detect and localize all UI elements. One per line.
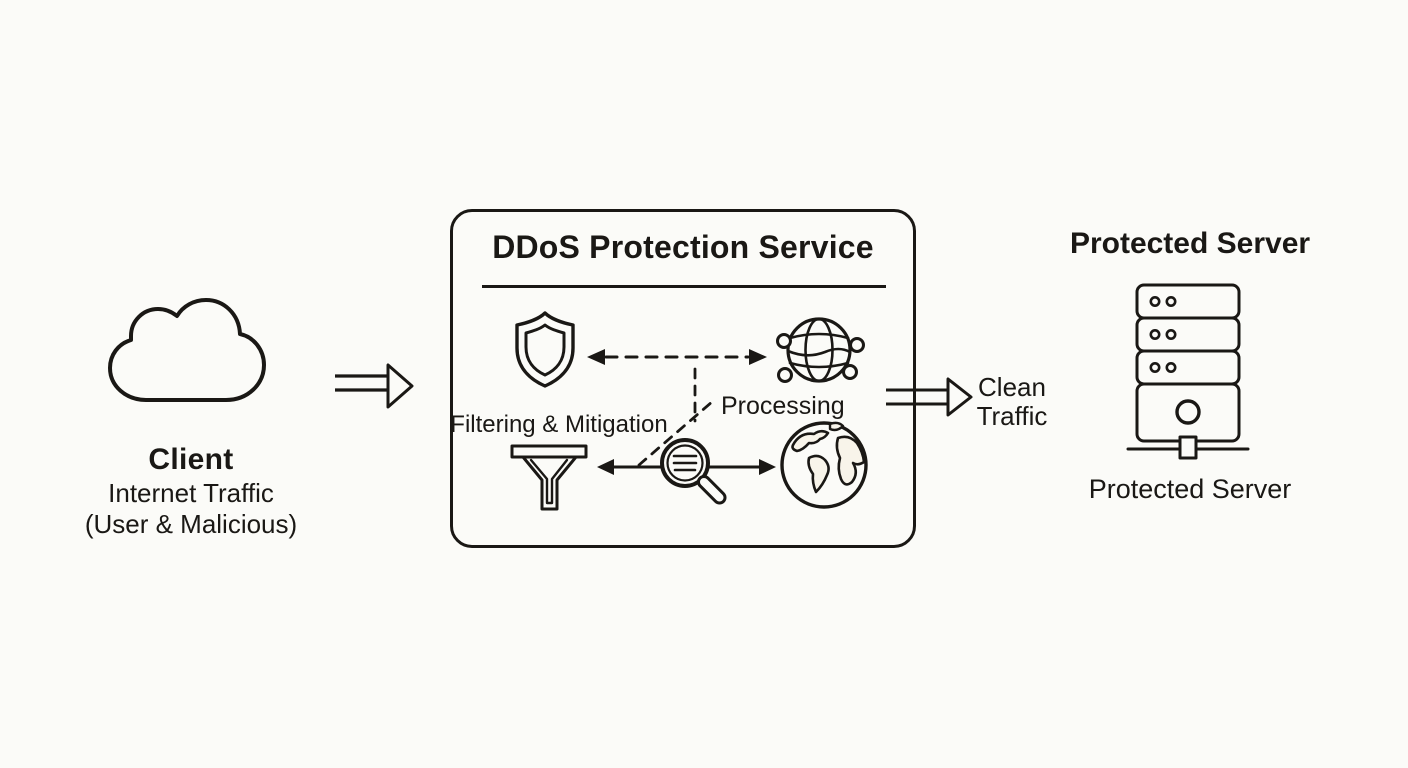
client-subtitle-line2: (User & Malicious) — [84, 509, 298, 539]
inbound-arrow-icon — [335, 363, 414, 409]
protected-server-caption: Protected Server — [1088, 474, 1292, 504]
dashed-diagonal-connector — [637, 399, 715, 467]
service-box-border — [450, 209, 916, 548]
clean-traffic-line2: Traffic — [976, 401, 1048, 431]
server-rack-icon — [1126, 283, 1250, 460]
clean-traffic-arrow-icon — [886, 377, 973, 417]
service-box-title: DDoS Protection Service — [492, 229, 874, 265]
client-subtitle-line1: Internet Traffic — [108, 478, 274, 508]
processing-label: Processing — [721, 392, 845, 420]
clean-traffic-label: Clean Traffic — [948, 373, 1076, 431]
dashed-double-arrow — [587, 349, 767, 365]
filtering-mitigation-label: Filtering & Mitigation — [450, 411, 668, 438]
client-labels: Client Internet Traffic (User & Maliciou… — [41, 441, 341, 540]
protected-server-title: Protected Server — [1069, 227, 1311, 260]
ddos-service-box: DDoS Protection Service — [450, 209, 916, 548]
shield-icon — [515, 311, 575, 388]
service-box-artwork — [510, 311, 868, 511]
globe-icon — [780, 421, 868, 509]
funnel-icon — [510, 444, 588, 511]
clean-traffic-line1: Clean — [978, 372, 1046, 402]
network-globe-icon — [776, 317, 865, 383]
magnifier-icon — [660, 438, 727, 505]
cloud-icon — [108, 298, 266, 402]
client-title: Client — [148, 443, 234, 476]
title-underline — [482, 285, 886, 288]
